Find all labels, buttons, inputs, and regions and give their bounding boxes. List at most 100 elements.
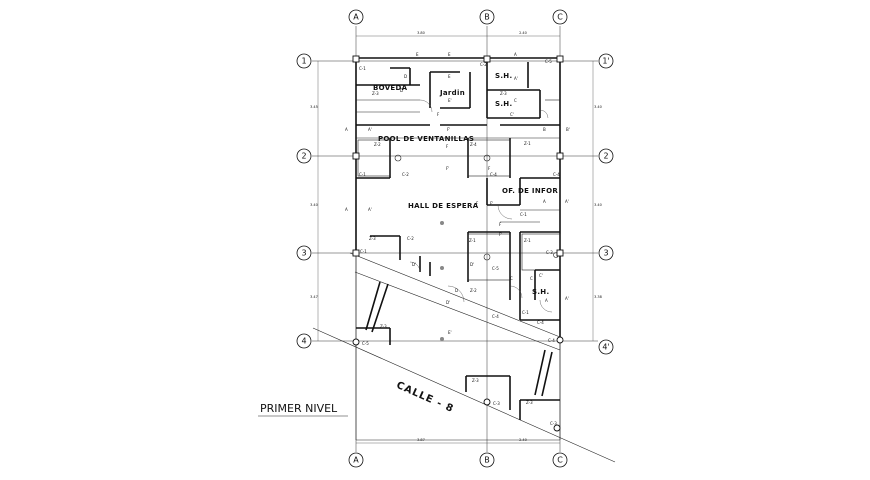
svg-text:E': E' xyxy=(448,330,452,335)
grid-bubble-3-right: 3 xyxy=(598,245,614,261)
svg-text:F': F' xyxy=(499,232,502,237)
svg-text:E': E' xyxy=(448,98,452,103)
svg-text:C-5: C-5 xyxy=(362,341,369,346)
svg-text:F': F' xyxy=(447,127,450,132)
svg-text:C-2: C-2 xyxy=(402,172,409,177)
grid-bubble-3-left: 3 xyxy=(296,245,312,261)
grid-bubble-4-left: 4 xyxy=(296,333,312,349)
svg-text:C-5: C-5 xyxy=(545,59,552,64)
svg-text:4: 4 xyxy=(301,337,306,346)
svg-text:D: D xyxy=(455,288,458,293)
svg-text:Z-3: Z-3 xyxy=(472,378,479,383)
svg-text:E: E xyxy=(448,52,451,57)
svg-text:Z-3: Z-3 xyxy=(380,324,387,329)
grid-bubble-a-top: A xyxy=(348,9,364,25)
svg-text:A': A' xyxy=(368,127,372,132)
svg-text:B: B xyxy=(543,127,546,132)
svg-text:Z-3: Z-3 xyxy=(500,91,507,96)
svg-text:Z-3: Z-3 xyxy=(372,91,379,96)
svg-text:2: 2 xyxy=(603,152,608,161)
room-label-of-infor: OF. DE INFOR xyxy=(502,187,558,195)
level-markers xyxy=(440,221,444,341)
svg-text:C': C' xyxy=(510,112,514,117)
svg-text:A': A' xyxy=(514,76,518,81)
svg-text:A: A xyxy=(545,298,548,303)
svg-text:E: E xyxy=(416,52,419,57)
svg-text:2: 2 xyxy=(301,152,306,161)
svg-text:C-2: C-2 xyxy=(480,62,487,67)
svg-text:3.45: 3.45 xyxy=(310,105,318,109)
svg-text:3.47: 3.47 xyxy=(310,295,318,299)
drawing-title: PRIMER NIVEL xyxy=(260,402,338,415)
svg-text:Z-4: Z-4 xyxy=(470,142,477,147)
room-label-boveda: BOVEDA xyxy=(373,84,408,92)
svg-text:C-1: C-1 xyxy=(360,249,367,254)
svg-text:B: B xyxy=(484,13,490,22)
svg-text:3.40: 3.40 xyxy=(594,105,602,109)
svg-text:F: F xyxy=(499,222,502,227)
svg-text:4': 4' xyxy=(602,343,609,352)
svg-text:1': 1' xyxy=(602,57,609,66)
svg-text:C-5: C-5 xyxy=(492,266,499,271)
room-labels: BOVEDA Jardin S.H. S.H. POOL DE VENTANIL… xyxy=(373,72,558,296)
room-label-hall: HALL DE ESPERA xyxy=(408,202,479,210)
svg-text:D': D' xyxy=(412,262,416,267)
svg-text:C-2: C-2 xyxy=(407,236,414,241)
svg-text:C: C xyxy=(557,13,563,22)
svg-text:F: F xyxy=(488,166,491,171)
exterior-walls xyxy=(312,57,616,463)
svg-text:B: B xyxy=(484,456,490,465)
svg-text:E: E xyxy=(448,74,451,79)
svg-text:A: A xyxy=(353,13,359,22)
grid-bubble-2-left: 2 xyxy=(296,148,312,164)
grid-bubble-a-bottom: A xyxy=(348,452,364,468)
svg-text:Z-1: Z-1 xyxy=(469,238,476,243)
svg-text:3.40: 3.40 xyxy=(310,203,318,207)
street-label: CALLE - 8 xyxy=(395,380,456,415)
svg-text:A: A xyxy=(345,127,348,132)
grid-bubble-4-right: 4' xyxy=(598,339,614,355)
svg-text:F: F xyxy=(476,201,479,206)
svg-text:C-1: C-1 xyxy=(359,172,366,177)
svg-text:B': B' xyxy=(566,127,570,132)
svg-text:C-4: C-4 xyxy=(537,320,544,325)
svg-text:C-1: C-1 xyxy=(522,310,529,315)
grid-bubble-c-bottom: C xyxy=(552,452,568,468)
svg-text:D: D xyxy=(404,74,407,79)
svg-text:D': D' xyxy=(446,300,450,305)
svg-text:Z-2: Z-2 xyxy=(470,288,477,293)
grid-bubble-1-right: 1' xyxy=(598,53,614,69)
svg-text:3: 3 xyxy=(301,249,306,258)
svg-text:C: C xyxy=(557,456,563,465)
room-label-pool: POOL DE VENTANILLAS xyxy=(378,135,474,143)
svg-text:F: F xyxy=(446,144,449,149)
svg-text:C-3: C-3 xyxy=(546,250,553,255)
svg-text:A: A xyxy=(345,207,348,212)
svg-text:C-4: C-4 xyxy=(492,314,499,319)
svg-text:A': A' xyxy=(565,296,569,301)
svg-text:A': A' xyxy=(565,199,569,204)
svg-text:C-4: C-4 xyxy=(548,338,555,343)
grid-bubble-1-left: 1 xyxy=(296,53,312,69)
room-label-sh-top: S.H. xyxy=(495,72,512,80)
svg-text:F': F' xyxy=(446,166,449,171)
svg-text:C: C xyxy=(510,276,513,281)
svg-text:F': F' xyxy=(490,201,493,206)
svg-text:3: 3 xyxy=(603,249,608,258)
svg-text:D': D' xyxy=(400,88,404,93)
element-tags: C-1 Z-3 D D' E E E E' C-2 A A' C-5 Z-3 C… xyxy=(345,52,570,426)
svg-text:A: A xyxy=(353,456,359,465)
svg-text:C-3: C-3 xyxy=(550,421,557,426)
svg-text:3.80: 3.80 xyxy=(417,31,425,35)
svg-text:D': D' xyxy=(470,262,474,267)
svg-text:A': A' xyxy=(368,207,372,212)
svg-text:C: C xyxy=(514,98,517,103)
svg-text:C-4: C-4 xyxy=(553,172,560,177)
svg-text:2.40: 2.40 xyxy=(519,31,527,35)
svg-text:C': C' xyxy=(539,273,543,278)
door-swings xyxy=(409,99,553,313)
svg-text:F: F xyxy=(437,112,440,117)
svg-text:Z-2: Z-2 xyxy=(374,142,381,147)
svg-text:C: C xyxy=(530,276,533,281)
